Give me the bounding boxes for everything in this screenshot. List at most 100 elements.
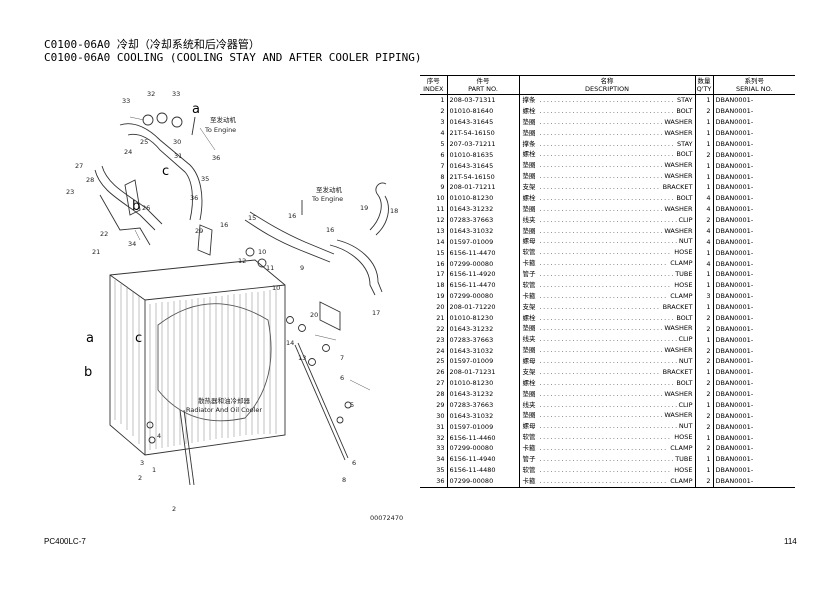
cell-description: 螺栓......................................… xyxy=(518,312,695,324)
description-cn: 线夹 xyxy=(522,400,536,409)
description-cn: 支架 xyxy=(522,367,536,376)
cell-serial: DBAN0001- xyxy=(712,410,795,422)
note-engine-en-2: To Engine xyxy=(311,195,343,203)
description-cn: 支架 xyxy=(522,183,536,191)
callout-32: 32 xyxy=(147,90,155,98)
cell-index: 7 xyxy=(440,161,445,170)
description-en: WASHER xyxy=(662,127,693,138)
cell-index: 9 xyxy=(440,183,445,192)
header-index-cn: 序号 xyxy=(420,75,447,85)
description-en: BOLT xyxy=(674,149,693,160)
cell-serial: DBAN0001- xyxy=(712,269,795,280)
leader-dots: ........................................… xyxy=(539,291,693,300)
description-en: NUT xyxy=(676,421,693,432)
cell-index: 29 xyxy=(436,400,445,409)
cell-index: 25 xyxy=(436,357,445,366)
cell-qty: 4 xyxy=(694,203,713,215)
description-en: HOSE xyxy=(672,247,693,258)
cell-serial: DBAN0001- xyxy=(712,236,795,248)
description-en: STAY xyxy=(674,138,693,149)
cell-qty: 1 xyxy=(694,171,713,182)
description-cn: 垫圈 xyxy=(522,389,536,398)
header-serial-cn: 系列号 xyxy=(712,75,795,85)
callout-21: 21 xyxy=(92,248,100,256)
leader-dots: ........................................… xyxy=(539,183,693,191)
description-cn: 螺栓 xyxy=(522,193,536,202)
callout-3: 3 xyxy=(140,459,144,467)
description-en: CLIP xyxy=(676,399,693,410)
callout-35: 35 xyxy=(201,175,209,183)
note-radiator-cn: 散热器和油冷却器 xyxy=(198,396,251,405)
cell-serial: DBAN0001- xyxy=(712,94,795,106)
description-cn: 软管 xyxy=(522,433,536,442)
marker-c-top: c xyxy=(162,164,169,179)
callout-36: 36 xyxy=(212,154,220,162)
cell-description: 螺栓......................................… xyxy=(518,192,695,204)
cell-serial: DBAN0001- xyxy=(712,225,795,237)
header-desc-en: DESCRIPTION xyxy=(518,85,695,95)
cell-serial: DBAN0001- xyxy=(712,247,795,259)
cell-index: 14 xyxy=(436,237,445,246)
cell-description: 线夹......................................… xyxy=(518,399,695,411)
callout-15: 15 xyxy=(248,214,256,222)
note-radiator-en: Radiator And Oil Cooler xyxy=(186,406,262,414)
description-en: HOSE xyxy=(672,432,693,443)
cell-part-no: 07299-00080 xyxy=(446,443,519,454)
cell-qty: 1 xyxy=(694,127,713,139)
marker-a-left: a xyxy=(86,331,94,346)
description-cn: 垫圈 xyxy=(522,204,536,213)
callout-10: 10 xyxy=(258,248,266,256)
description-cn: 撑条 xyxy=(522,139,536,148)
description-en: WASHER xyxy=(662,323,693,334)
cell-serial: DBAN0001- xyxy=(712,116,795,128)
description-cn: 支架 xyxy=(522,302,536,311)
description-en: CLAMP xyxy=(668,443,693,453)
callout-17: 17 xyxy=(372,309,380,317)
cell-qty: 1 xyxy=(694,464,713,476)
description-en: CLIP xyxy=(676,214,693,225)
cell-serial: DBAN0001- xyxy=(712,464,795,476)
cell-part-no: 6156-11-4470 xyxy=(446,247,519,259)
callout-1: 1 xyxy=(152,466,156,474)
description-en: CLAMP xyxy=(668,475,693,486)
cell-qty: 1 xyxy=(694,94,713,106)
callout-26: 26 xyxy=(142,204,150,212)
leader-dots: ........................................… xyxy=(539,378,693,387)
header-desc-cn: 名称 xyxy=(518,75,695,85)
cell-index: 2 xyxy=(440,107,445,116)
description-en: NUT xyxy=(676,236,693,247)
callout-28: 28 xyxy=(86,176,94,184)
leader-dots: ........................................… xyxy=(539,139,693,148)
page-title-en: C0100-06A0 COOLING (COOLING STAY AND AFT… xyxy=(44,51,422,64)
table-header-row-cn: 序号 件号 名称 数量 系列号 xyxy=(420,75,795,85)
leader-dots: ........................................… xyxy=(539,433,693,442)
cell-description: 垫圈......................................… xyxy=(518,225,695,237)
description-cn: 螺栓 xyxy=(522,150,536,159)
description-en: BOLT xyxy=(674,105,693,116)
cell-description: 软管......................................… xyxy=(518,464,695,476)
cell-part-no: 07283-37663 xyxy=(446,214,519,226)
leader-dots: ........................................… xyxy=(539,106,693,115)
cell-serial: DBAN0001- xyxy=(712,377,795,389)
leader-dots: ........................................… xyxy=(539,204,693,213)
cell-part-no: 6156-11-4480 xyxy=(446,464,519,476)
cell-qty: 1 xyxy=(694,453,713,465)
cell-part-no: 01643-31645 xyxy=(446,116,519,128)
cell-serial: DBAN0001- xyxy=(712,138,795,150)
cell-description: 撑条......................................… xyxy=(518,138,695,150)
cell-part-no: 01643-31232 xyxy=(446,388,519,400)
cell-qty: 2 xyxy=(694,443,713,454)
description-cn: 垫圈 xyxy=(522,128,536,137)
description-cn: 卡箍 xyxy=(522,444,536,452)
